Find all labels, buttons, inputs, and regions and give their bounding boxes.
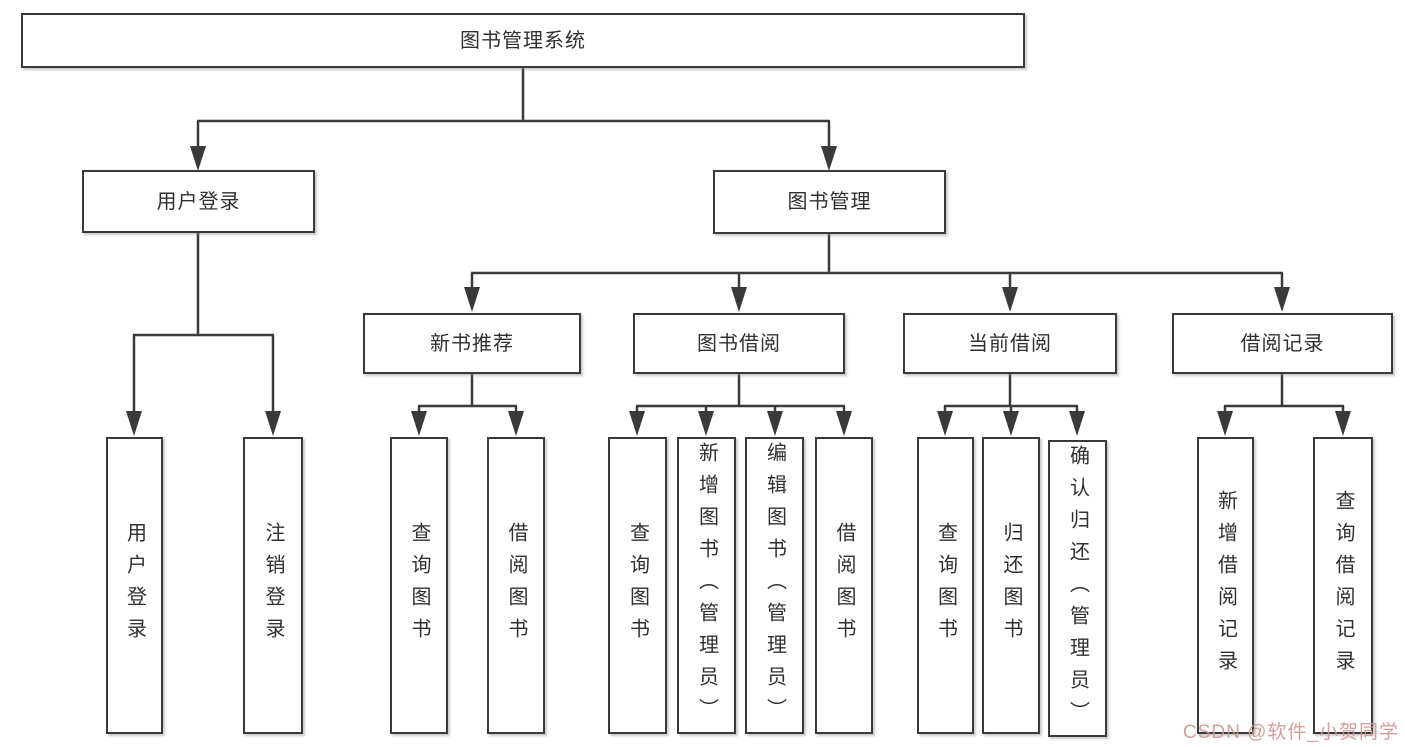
node-new-book-recommend: 新书推荐 xyxy=(363,313,581,374)
leaf-newbooks-borrow-books: 借阅图书 xyxy=(487,437,545,734)
leaf-current-confirm-return-admin: 确认归还（管理员） xyxy=(1048,440,1107,737)
node-borrow-records: 借阅记录 xyxy=(1172,313,1393,374)
leaf-borrow-add-books-admin: 新增图书（管理员） xyxy=(677,437,736,734)
node-root: 图书管理系统 xyxy=(21,13,1025,68)
leaf-borrow-query-books: 查询图书 xyxy=(608,437,667,734)
leaf-borrow-borrow-books: 借阅图书 xyxy=(815,437,873,734)
leaf-current-return-books: 归还图书 xyxy=(982,437,1040,734)
leaf-records-add-record: 新增借阅记录 xyxy=(1197,437,1254,734)
leaf-logout: 注销登录 xyxy=(243,437,303,734)
node-book-borrow: 图书借阅 xyxy=(633,313,845,374)
node-current-borrow: 当前借阅 xyxy=(903,313,1117,374)
node-user-login: 用户登录 xyxy=(82,170,315,233)
leaf-borrow-edit-books-admin: 编辑图书（管理员） xyxy=(745,437,804,734)
leaf-records-query-record: 查询借阅记录 xyxy=(1313,437,1373,734)
leaf-user-login: 用户登录 xyxy=(106,437,163,734)
leaf-newbooks-query-books: 查询图书 xyxy=(390,437,448,734)
node-book-management: 图书管理 xyxy=(713,170,946,234)
csdn-watermark: CSDN @软件_小贺同学 xyxy=(1183,722,1399,743)
leaf-current-query-books: 查询图书 xyxy=(917,437,974,734)
